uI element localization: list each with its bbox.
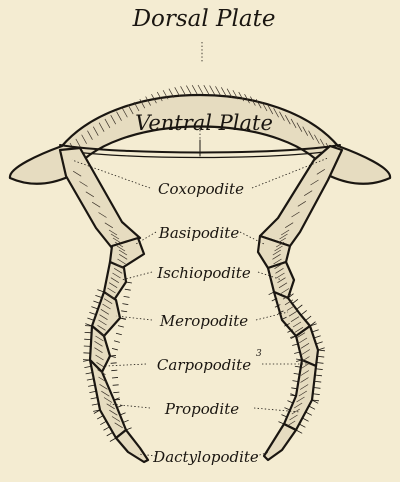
right-seta [306, 412, 312, 415]
right-seta [318, 348, 325, 350]
left-seta [91, 307, 98, 309]
right-seta [318, 350, 325, 351]
right-seta [309, 406, 315, 409]
label-stray-mark: 3 [256, 349, 262, 359]
dorsal-shading-stroke [186, 86, 191, 95]
right-seta [278, 422, 284, 424]
left-coxopodite [60, 148, 140, 248]
left-seta [95, 295, 102, 297]
right-dactylopodite [264, 424, 296, 460]
left-seta [125, 289, 131, 290]
label-propodite: Propodite [164, 400, 239, 418]
label-meropodite: Meropodite [159, 312, 248, 330]
left-seta [100, 421, 106, 424]
right-seta [297, 305, 303, 309]
left-seta [92, 404, 99, 405]
right-seta [314, 388, 321, 389]
left-seta [126, 428, 132, 430]
right-coxopodite [260, 146, 342, 246]
right-appendage [258, 146, 342, 460]
dorsal-shading-stroke [215, 86, 220, 95]
left-seta [88, 385, 95, 386]
left-seta [91, 398, 98, 399]
right-seta [302, 418, 308, 421]
left-seta [112, 377, 118, 378]
left-seta [126, 282, 132, 283]
left-seta [87, 379, 94, 380]
left-seta [116, 333, 122, 335]
dorsal-shading-stroke [210, 86, 215, 95]
left-seta [110, 355, 116, 356]
right-seta [287, 401, 293, 403]
left-seta [107, 432, 113, 435]
dorsal-shading-stroke [192, 85, 197, 94]
left-seta [83, 360, 90, 361]
left-seta [97, 416, 103, 419]
label-dorsal-plate: Dorsal Plate [132, 6, 276, 32]
label-basipodite: Basipodite [158, 224, 240, 242]
right-seta [292, 299, 298, 303]
right-seta [313, 394, 320, 395]
left-seta [111, 370, 117, 371]
right-seta [315, 375, 322, 376]
left-seta [123, 420, 129, 422]
right-seta [269, 292, 274, 295]
left-seta [117, 405, 123, 407]
left-seta [86, 373, 93, 374]
label-carpopodite: Carpopodite [157, 356, 251, 374]
left-seta [112, 348, 118, 350]
right-seta [316, 369, 323, 370]
left-seta [120, 413, 126, 415]
dorsal-shading-stroke [198, 85, 203, 94]
right-seta [314, 381, 321, 382]
left-seta [122, 304, 128, 305]
left-seta [118, 326, 124, 328]
label-ischiopodite: Ischiopodite [156, 264, 251, 282]
left-seta [113, 392, 119, 393]
right-seta [296, 430, 302, 433]
right-seta [312, 330, 319, 332]
right-seta [314, 336, 321, 338]
right-seta [301, 310, 307, 314]
left-seta [104, 427, 110, 430]
left-seta [84, 366, 91, 367]
left-dactylopodite [116, 430, 148, 462]
label-ventral-plate: Ventral Plate [135, 111, 273, 135]
left-seta [113, 385, 119, 386]
labels: Dorsal Plate Ventral Plate Coxopodite Ba… [132, 6, 276, 466]
left-seta [110, 438, 116, 441]
left-seta [121, 311, 127, 312]
right-seta [299, 424, 305, 427]
left-seta [111, 363, 117, 364]
right-ischiopodite [268, 262, 294, 298]
leader-ischiopodite-left [122, 272, 152, 280]
right-seta [317, 363, 324, 364]
left-seta [87, 318, 94, 320]
right-seta [317, 356, 324, 357]
label-coxopodite: Coxopodite [158, 180, 244, 198]
dorsal-shading-stroke [204, 85, 209, 94]
left-seta [89, 391, 96, 392]
left-appendage [60, 148, 148, 462]
left-seta [89, 312, 96, 314]
left-seta [97, 290, 104, 292]
right-seta [316, 342, 323, 344]
label-dactylopodite: Dactylopodite [152, 448, 259, 466]
right-seta [306, 316, 312, 320]
right-seta [284, 408, 290, 410]
left-seta [124, 296, 130, 297]
right-seta [281, 415, 287, 417]
leader-carpopodite-left [106, 364, 146, 366]
left-seta [114, 341, 120, 343]
dorsal-shading-stroke [181, 86, 186, 95]
left-seta [93, 301, 100, 303]
